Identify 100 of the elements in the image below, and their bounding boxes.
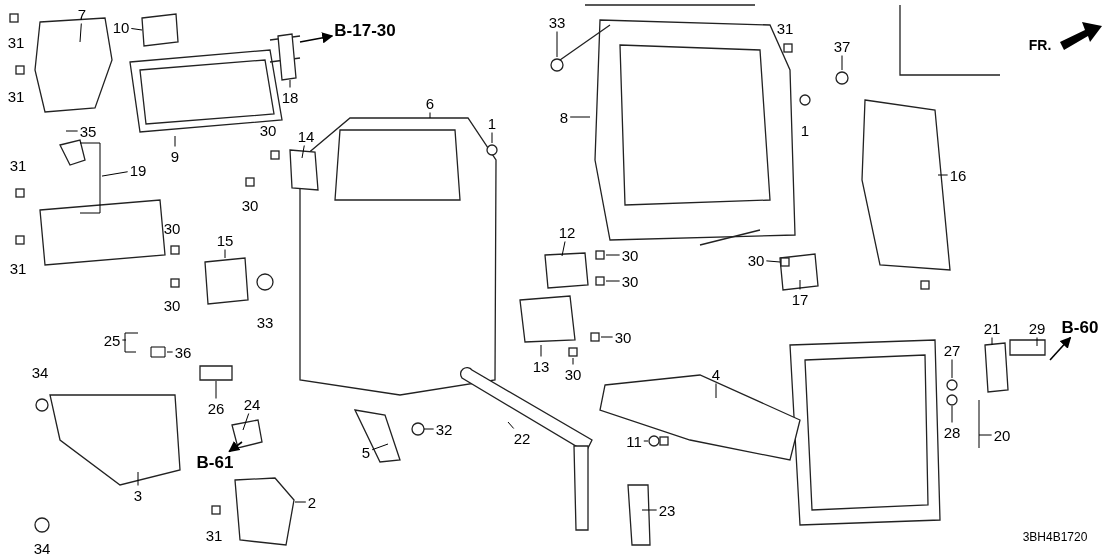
leader-line — [289, 79, 291, 88]
leader-line — [951, 405, 953, 423]
callout-number: 37 — [832, 37, 852, 55]
leader-line — [429, 112, 431, 119]
callout-number: 30 — [613, 328, 633, 346]
leader-line — [137, 471, 139, 486]
leader-line — [569, 116, 591, 118]
callout-number: 4 — [710, 365, 722, 383]
callout-number: 25 — [102, 331, 122, 349]
bracket — [80, 142, 101, 214]
callout-number: 13 — [531, 357, 551, 375]
callout-number: 20 — [992, 426, 1012, 444]
arrow — [1049, 336, 1072, 361]
callout-number: 30 — [162, 296, 182, 314]
callout-number: 35 — [78, 122, 98, 140]
callout-number: 27 — [942, 341, 962, 359]
leader-line — [978, 434, 993, 436]
callout-number: 22 — [512, 429, 532, 447]
leader-line — [166, 351, 174, 353]
leader-line — [715, 383, 717, 399]
leader-line — [605, 254, 621, 256]
callout-number: 31 — [8, 259, 28, 277]
callout-number: 30 — [162, 219, 182, 237]
leader-line — [294, 501, 307, 503]
callout-number: 10 — [111, 18, 131, 36]
callout-number: 21 — [982, 319, 1002, 337]
callout-number: 26 — [206, 399, 226, 417]
reference-label: B-61 — [195, 452, 235, 472]
callout-number: 3 — [132, 486, 144, 504]
callout-number: 30 — [240, 196, 260, 214]
leader-line — [215, 380, 217, 399]
diagram-code: 3BH4B1720 — [1021, 530, 1089, 544]
leader-line — [371, 443, 389, 451]
arrow — [228, 441, 243, 453]
callout-number: 24 — [242, 395, 262, 413]
direction-label: FR. — [1027, 37, 1053, 53]
callout-number: 1 — [486, 114, 498, 132]
callout-number: 2 — [306, 493, 318, 511]
callout-number: 34 — [32, 539, 52, 554]
leader-line — [242, 413, 250, 431]
callout-number: 5 — [360, 443, 372, 461]
arrow — [299, 32, 334, 44]
callout-number: 33 — [547, 13, 567, 31]
callout-number: 30 — [746, 251, 766, 269]
callout-number: 19 — [128, 161, 148, 179]
callout-number: 30 — [258, 121, 278, 139]
leader-line — [556, 31, 558, 58]
leader-line — [605, 280, 621, 282]
leader-line — [561, 241, 566, 257]
leader-line — [301, 145, 305, 159]
callout-number: 33 — [255, 313, 275, 331]
leader-line — [1036, 337, 1038, 347]
reference-label: B-60 — [1060, 317, 1100, 337]
callout-number: 6 — [424, 94, 436, 112]
callout-number: 31 — [204, 526, 224, 544]
leader-line — [572, 357, 574, 365]
callout-number: 31 — [6, 87, 26, 105]
leader-line — [65, 130, 79, 132]
callout-number: 14 — [296, 127, 316, 145]
callout-number: 12 — [557, 223, 577, 241]
leader-line — [491, 132, 493, 144]
leader-line — [423, 428, 435, 430]
leader-line — [799, 279, 801, 290]
leader-line — [951, 359, 953, 379]
leader-line — [224, 249, 226, 259]
leader-line — [507, 421, 515, 429]
leader-line — [765, 260, 781, 263]
callout-number: 18 — [280, 88, 300, 106]
leader-line — [643, 440, 649, 442]
leader-line — [937, 174, 949, 176]
leader-line — [174, 135, 176, 147]
leader-line — [991, 337, 993, 346]
callout-number: 30 — [620, 272, 640, 290]
callout-number: 34 — [30, 363, 50, 381]
callout-number: 8 — [558, 108, 570, 126]
leader-line — [101, 171, 129, 177]
part-marker — [150, 346, 166, 358]
leader-line — [841, 55, 843, 71]
callout-number: 9 — [169, 147, 181, 165]
callout-number: 23 — [657, 501, 677, 519]
callout-number: 29 — [1027, 319, 1047, 337]
callout-number: 30 — [620, 246, 640, 264]
callout-number: 31 — [8, 156, 28, 174]
reference-label: B-17-30 — [333, 20, 397, 40]
callout-number: 16 — [948, 166, 968, 184]
leader-line — [130, 28, 143, 31]
leader-line — [641, 509, 658, 511]
callout-number: 11 — [625, 432, 643, 450]
callout-number: 17 — [790, 290, 810, 308]
callout-number: 30 — [563, 365, 583, 383]
callout-number: 31 — [6, 33, 26, 51]
leader-line — [79, 23, 82, 43]
leader-line — [540, 344, 542, 357]
callout-number: 32 — [434, 420, 454, 438]
callout-number: 28 — [942, 423, 962, 441]
leader-line — [121, 339, 127, 341]
callout-number: 1 — [799, 121, 811, 139]
callout-number: 31 — [775, 19, 795, 37]
callout-number: 7 — [76, 5, 88, 23]
callout-number: 36 — [173, 343, 193, 361]
